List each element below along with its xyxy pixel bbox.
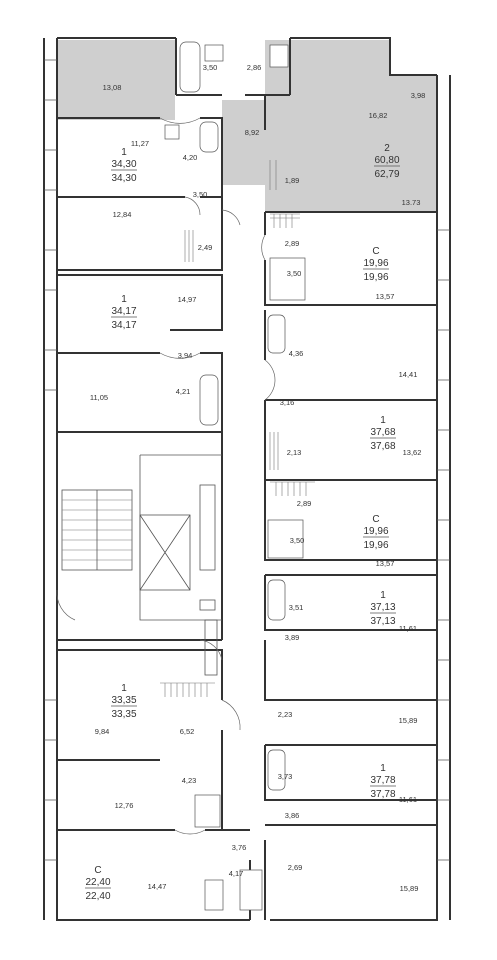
apartment-total-area: 34,30 (111, 173, 136, 184)
apartment-rooms: 1 (380, 590, 386, 601)
area-label: 11,61 (399, 624, 417, 633)
apartment-label: 1 33,35 33,35 (111, 683, 137, 720)
area-label: 4,23 (182, 776, 197, 785)
area-label: 2,49 (198, 243, 213, 252)
area-label: 8,92 (245, 128, 260, 137)
area-label: 3,50 (287, 269, 302, 278)
apartment-living-area: 37,78 (370, 775, 395, 786)
area-label: 15,89 (399, 716, 418, 725)
area-label: 2,69 (288, 863, 303, 872)
area-label: 1,89 (285, 176, 300, 185)
apartment-label: 1 34,17 34,17 (111, 294, 137, 331)
area-label: 4,21 (176, 387, 191, 396)
area-label: 3,98 (411, 91, 426, 100)
area-label: 12,76 (115, 801, 134, 810)
apartment-living-area: 34,17 (111, 306, 136, 317)
apartment-living-area: 37,68 (370, 427, 395, 438)
area-label: 4,20 (183, 153, 198, 162)
area-label: 2,23 (278, 710, 293, 719)
apartment-total-area: 37,13 (370, 616, 395, 627)
area-label: 4,17 (229, 869, 244, 878)
outer-walls (43, 37, 451, 921)
area-label: 3,76 (232, 843, 247, 852)
area-label: 12,84 (113, 210, 132, 219)
area-label: 2,86 (247, 63, 262, 72)
apartment-total-area: 37,68 (370, 441, 395, 452)
area-label: 14,97 (178, 295, 197, 304)
area-label: 14,47 (148, 882, 167, 891)
area-label: 3,16 (280, 398, 295, 407)
kitchen-counters (160, 160, 315, 697)
area-label: 16,82 (369, 111, 388, 120)
apartment-living-area: 33,35 (111, 695, 136, 706)
apartment-rooms: 1 (121, 683, 127, 694)
apartment-rooms: 1 (121, 147, 127, 158)
area-label: 13,62 (403, 448, 422, 457)
area-label: 2,13 (287, 448, 302, 457)
area-label: 13,57 (376, 292, 395, 301)
apartment-label: 1 37,13 37,13 (370, 590, 396, 627)
apartment-rooms: 2 (384, 143, 390, 154)
apartment-rooms: 1 (121, 294, 127, 305)
apartment-living-area: 60,80 (374, 155, 399, 166)
area-label: 4,36 (289, 349, 304, 358)
area-label: 3,50 (203, 63, 218, 72)
apartment-living-area: 34,30 (111, 159, 136, 170)
windows (44, 59, 450, 861)
area-label: 2,89 (297, 499, 312, 508)
area-label: 14,41 (399, 370, 418, 379)
apartment-total-area: 34,17 (111, 320, 136, 331)
area-label: 3,94 (178, 351, 193, 360)
area-label: 15,89 (400, 884, 419, 893)
apartment-total-area: 19,96 (363, 272, 388, 283)
apartment-living-area: 19,96 (363, 258, 388, 269)
area-label: 3,51 (289, 603, 304, 612)
area-label: 3,86 (285, 811, 300, 820)
area-label: 3,50 (290, 536, 305, 545)
area-label: 3,73 (278, 772, 293, 781)
area-label: 2,89 (285, 239, 300, 248)
area-label: 3,89 (285, 633, 300, 642)
interior-walls (56, 38, 437, 920)
apartment-label: С 19,96 19,96 (363, 246, 389, 283)
room-area-labels: 13,08 3,50 2,86 16,82 3,98 11,27 4,20 8,… (90, 63, 425, 893)
area-label: 11,61 (399, 795, 417, 804)
apartment-living-area: 19,96 (363, 526, 388, 537)
apartment-living-area: 37,13 (370, 602, 395, 613)
apartment-label: С 19,96 19,96 (363, 514, 389, 551)
apartment-label: 2 60,80 62,79 (374, 143, 400, 180)
fixtures (164, 41, 306, 911)
apartment-total-area: 19,96 (363, 540, 388, 551)
apartment-total-area: 37,78 (370, 789, 395, 800)
apartment-total-area: 33,35 (111, 709, 136, 720)
area-label: 11,27 (131, 139, 149, 148)
area-label: 3,50 (193, 190, 208, 199)
area-label: 13,57 (376, 559, 395, 568)
apartment-label: С 22,40 22,40 (85, 865, 111, 902)
area-label: 13,08 (103, 83, 122, 92)
apartment-rooms: 1 (380, 763, 386, 774)
doors (56, 117, 276, 835)
apartment-rooms: С (372, 246, 379, 257)
area-label: 13.73 (402, 198, 421, 207)
area-label: 9,84 (95, 727, 110, 736)
apartment-label: 1 37,68 37,68 (370, 415, 396, 452)
apartment-rooms: С (372, 514, 379, 525)
apartment-total-area: 22,40 (85, 891, 110, 902)
apartment-total-area: 62,79 (374, 169, 399, 180)
apartment-rooms: 1 (380, 415, 386, 426)
area-label: 6,52 (180, 727, 195, 736)
apartment-label: 1 37,78 37,78 (370, 763, 396, 800)
apartment-living-area: 22,40 (85, 877, 110, 888)
apartment-rooms: С (94, 865, 101, 876)
area-label: 11,05 (90, 393, 108, 402)
stair-core (61, 454, 222, 676)
apartment-labels: 2 60,80 62,79 1 34,30 34,30 С 19,96 19,9… (85, 143, 400, 902)
apartment-label: 1 34,30 34,30 (111, 147, 137, 184)
